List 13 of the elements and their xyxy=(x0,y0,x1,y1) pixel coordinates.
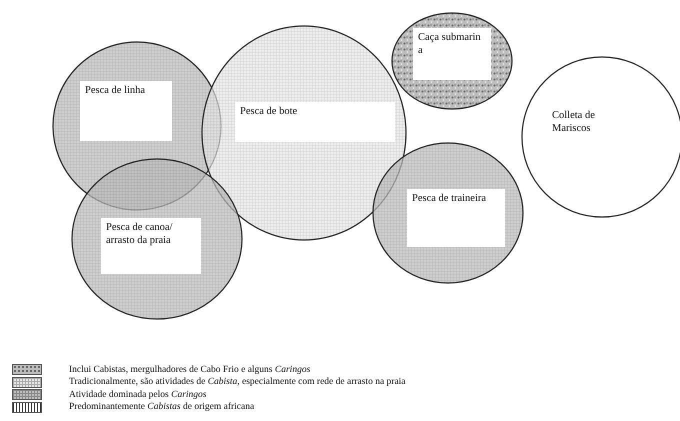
circle-label: Caça submarin a xyxy=(413,28,491,80)
venn-circle xyxy=(372,142,524,284)
venn-circle xyxy=(71,158,243,320)
legend-text: Atividade dominada pelos Caringos xyxy=(69,390,206,400)
circle-label: Pesca de canoa/ arrasto da praia xyxy=(101,218,201,274)
circle-label: Colleta de Mariscos xyxy=(551,109,596,136)
legend-text: Inclui Cabistas, mergulhadores de Cabo Frio e alguns Caringos xyxy=(69,364,310,374)
legend-text: Tradicionalmente, são atividades de Cabista, especialmente com rede de arrasto na praia xyxy=(69,377,406,387)
legend-text: Predominantemente Cabistas de origem africana xyxy=(69,402,254,412)
circle-label: Pesca de traineira xyxy=(407,189,505,247)
circle-label: Pesca de linha xyxy=(80,81,172,141)
venn-circle xyxy=(391,12,513,110)
circle-label: Pesca de bote xyxy=(235,102,395,142)
